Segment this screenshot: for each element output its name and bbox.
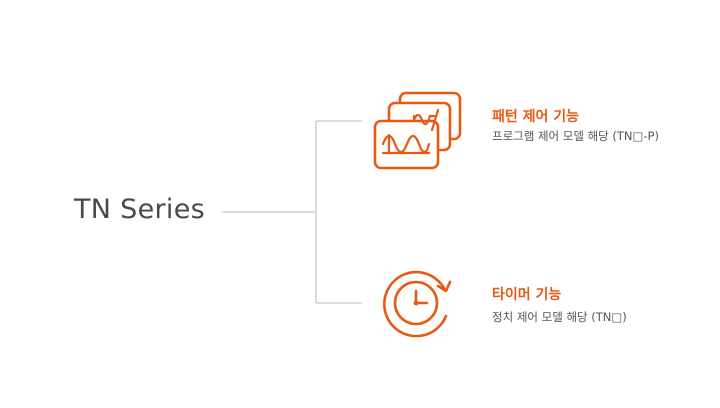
root-node-label: TN Series <box>74 194 206 225</box>
feature-title-pattern: 패턴 제어 기능 <box>492 109 580 125</box>
pattern-waveform-icon <box>373 91 462 170</box>
feature-desc-pattern: 프로그램 제어 모델 해당 (TN□-P) <box>492 129 659 143</box>
timer-clock-icon <box>383 270 452 338</box>
feature-desc-timer: 정치 제어 모델 해당 (TN□) <box>492 310 627 324</box>
feature-title-timer: 타이머 기능 <box>492 287 562 303</box>
